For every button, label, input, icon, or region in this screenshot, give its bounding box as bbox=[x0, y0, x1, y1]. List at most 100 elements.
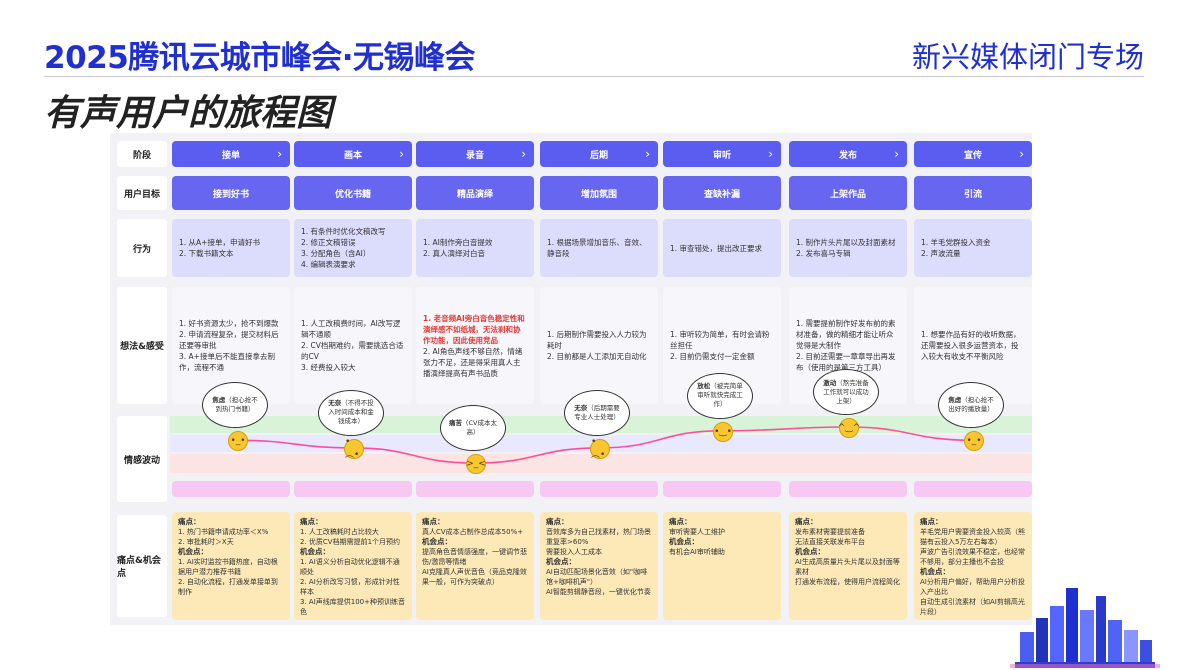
emotion-note: （担心抢不到热门书籍） bbox=[215, 396, 258, 414]
opportunity-item: 自动生成引流素材（如AI剪辑高光片段） bbox=[920, 598, 1025, 616]
thought-item: 2. 目前仍需支付一定金额 bbox=[670, 352, 755, 361]
emotion-bubble: 无奈（不得不投入时间成本和金钱成本） bbox=[318, 389, 384, 436]
chevron-right-icon: › bbox=[645, 147, 650, 161]
summit-title: 2025腾讯云城市峰会·无锡峰会 bbox=[44, 40, 476, 76]
emotion-label: 痛苦 bbox=[449, 419, 462, 428]
goal-card: 精品演绎 bbox=[416, 176, 534, 210]
page-title: 有声用户的旅程图 bbox=[44, 93, 333, 134]
emotion-note: （被完简单审听就快完成工作） bbox=[697, 382, 743, 409]
stage-接单[interactable]: 接单› bbox=[172, 141, 290, 167]
behavior-item: 1. 制作片头片尾以及封面素材 bbox=[796, 238, 896, 247]
goal-card: 上架作品 bbox=[789, 176, 907, 210]
thought-item: 1. 想要作品有好的收听数据，还需要投入很多运营资本，投入较大有收支不平衡风险 bbox=[921, 330, 1021, 361]
stage-label: 录音 bbox=[465, 150, 484, 161]
emotion-bubble: 放松（被完简单审听就快完成工作） bbox=[687, 372, 753, 419]
behavior-item: 2. 真人演绎对白音 bbox=[423, 249, 486, 258]
chevron-right-icon: › bbox=[521, 147, 526, 161]
behavior-card: 1. 根据场景增加音乐、音效、静音段 bbox=[540, 219, 658, 277]
behavior-item: 1. 审查错处，提出改正要求 bbox=[670, 243, 763, 253]
opportunity-heading: 机会点： bbox=[795, 547, 825, 556]
pain-heading: 痛点： bbox=[300, 517, 323, 526]
pain-heading: 痛点： bbox=[795, 517, 818, 526]
stage-label: 发布 bbox=[838, 150, 857, 161]
goal-card: 优化书籍 bbox=[294, 176, 412, 210]
stage-label: 画本 bbox=[343, 150, 362, 161]
thought-item: 1. 好书资源太少，抢不到爆款 bbox=[179, 319, 279, 328]
emotion-bubble: 痛苦（CV成本太高） bbox=[440, 405, 506, 452]
pain-item: 羊毛党用户需要资金投入较高（熊猫有云投入5万左右每本） bbox=[920, 528, 1025, 546]
pain-opportunity-card: 痛点：发布素材需要提前准备无法直接关联发布平台机会点：AI生成高质量片头片尾以及… bbox=[789, 512, 907, 620]
row-label-stage: 阶段 bbox=[117, 141, 167, 167]
opportunity-item: 3. AI声线库提供100+种预训练音色 bbox=[300, 598, 405, 616]
goal-card: 接到好书 bbox=[172, 176, 290, 210]
session-title: 新兴媒体闭门专场 bbox=[911, 40, 1144, 74]
opportunity-item: 1. AI实时监控书籍热度，自动根据用户潜力推荐书籍 bbox=[178, 558, 278, 576]
behavior-card: 1. 审查错处，提出改正要求 bbox=[663, 219, 781, 277]
stage-录音[interactable]: 录音 › bbox=[416, 141, 534, 167]
behavior-item: 2. 下载书籍文本 bbox=[179, 249, 234, 258]
emotion-pill bbox=[172, 481, 290, 497]
pain-item: 真人CV成本占制作总成本50%+ bbox=[422, 528, 524, 536]
stage-后期[interactable]: 后期› bbox=[540, 141, 658, 167]
emoji-face-icon: ^‿^ bbox=[838, 418, 860, 438]
thought-item: 2. 目前还需要一章章导出再发布（使用的是第三方工具） bbox=[796, 352, 896, 372]
emotion-note: （熬完准备工作就可以成功上架） bbox=[823, 378, 869, 405]
emoji-face-icon: •︵• bbox=[344, 437, 364, 460]
emotion-pill bbox=[663, 481, 781, 497]
emotion-bubble-text: 焦虑（担心抢不出好的播放量） bbox=[946, 396, 996, 414]
pain-opportunity-card: 痛点：1. 热门书籍申请成功率＜X%2. 审批耗时＞X天机会点：1. AI实时监… bbox=[172, 512, 290, 620]
row-label-behavior: 行为 bbox=[117, 219, 167, 277]
thought-item: 1. 后期制作需要投入人力较为耗时 bbox=[547, 330, 647, 350]
stage-审听[interactable]: 审听› bbox=[663, 141, 781, 167]
behavior-item: 3. 分配角色（含AI） bbox=[301, 249, 371, 258]
emotion-bubble: 无奈（后期需要专业人士处理） bbox=[564, 389, 630, 436]
opportunity-item: 打通发布流程，使得用户流程简化 bbox=[795, 578, 900, 586]
chevron-right-icon: › bbox=[894, 147, 899, 161]
emoji-face-icon: •‿• bbox=[713, 421, 733, 442]
pain-heading: 痛点： bbox=[422, 517, 445, 526]
behavior-item: 1. 从A+接单，申请好书 bbox=[179, 238, 260, 247]
emotion-bubble: 焦虑（担心抢不到热门书籍） bbox=[202, 382, 268, 429]
opportunity-item: AI分析用户偏好，帮助用户分析投入产出比 bbox=[920, 578, 1025, 596]
stage-label: 宣传 bbox=[963, 150, 982, 161]
behavior-item: 2. 修正文稿错误 bbox=[301, 238, 356, 247]
emotion-bubble: 激动（熬完准备工作就可以成功上架） bbox=[813, 369, 879, 415]
opportunity-heading: 机会点： bbox=[422, 537, 452, 546]
pain-item: 音效库多为自己找素材，热门场景重复率>60% bbox=[546, 528, 651, 546]
row-label-goal: 用户目标 bbox=[117, 176, 167, 210]
opportunity-heading: 机会点： bbox=[178, 547, 208, 556]
opportunity-heading: 机会点： bbox=[300, 547, 330, 556]
thought-item: 1. 需要提前制作好发布前的素材准备，做的精细才能让听众觉得是大制作 bbox=[796, 319, 896, 350]
opportunity-item: 2. 自动化流程，打通发单接单到制作 bbox=[178, 578, 278, 596]
city-skyline-illustration bbox=[1010, 588, 1160, 668]
behavior-item: 2. 发布喜马专辑 bbox=[796, 249, 851, 258]
stage-画本[interactable]: 画本› bbox=[294, 141, 412, 167]
stage-宣传[interactable]: 宣传› bbox=[914, 141, 1032, 167]
thought-item: 2. CV档期难约，需要挑选合适的CV bbox=[301, 341, 404, 361]
pain-heading: 痛点： bbox=[178, 517, 201, 526]
opportunity-item: AI智能剪辑静音段，一键优化节奏 bbox=[546, 588, 651, 596]
opportunity-item: 1. AI语义分析自动优化逻辑不通顺处 bbox=[300, 558, 400, 576]
emotion-note: （担心抢不出好的播放量） bbox=[948, 396, 994, 414]
emotion-label: 激动 bbox=[823, 378, 837, 387]
thought-item: 3. 经费投入较大 bbox=[301, 363, 356, 372]
header-divider bbox=[44, 76, 1144, 77]
emotion-label: 焦虑 bbox=[948, 396, 962, 405]
emotion-label: 无奈 bbox=[328, 399, 342, 408]
thought-item: 1. 审听较为简单，有时会请粉丝担任 bbox=[670, 330, 770, 350]
emotion-bubble-text: 无奈（不得不投入时间成本和金钱成本） bbox=[326, 399, 376, 426]
stage-发布[interactable]: 发布 › bbox=[789, 141, 907, 167]
opportunity-item: AI生成高质量片头片尾以及封面等素材 bbox=[795, 558, 900, 576]
pain-opportunity-card: 痛点：音效库多为自己找素材，热门场景重复率>60%需要投入人工成本机会点：AI自… bbox=[540, 512, 658, 620]
opportunity-item: AI克隆真人声优音色（竞品克隆效果一般，可作为突破点） bbox=[422, 568, 527, 586]
chevron-right-icon: › bbox=[277, 147, 282, 161]
pain-heading: 痛点： bbox=[669, 517, 692, 526]
opportunity-heading: 机会点： bbox=[546, 557, 576, 566]
emoji-face-icon: >_< bbox=[466, 454, 486, 475]
behavior-item: 4. 编辑表演要求 bbox=[301, 260, 356, 269]
